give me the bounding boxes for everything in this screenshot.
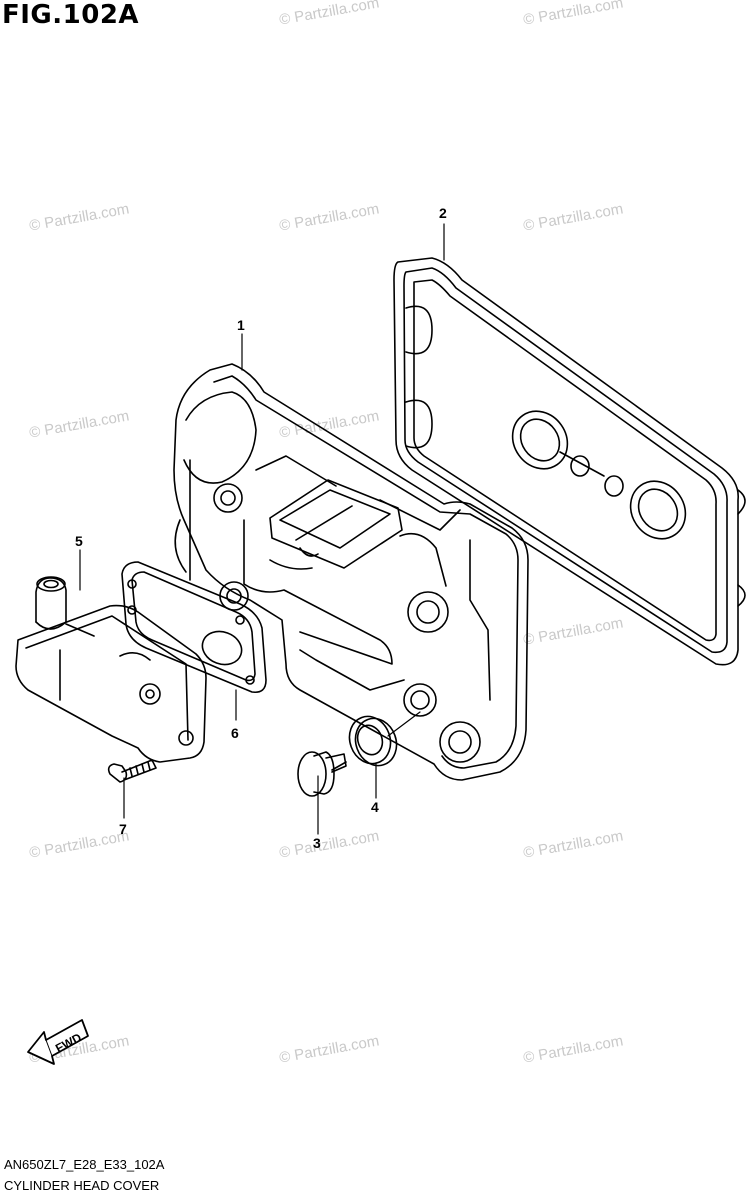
callout-1: 1 (237, 317, 245, 333)
part-7-bolt[interactable] (107, 759, 157, 783)
part-3-bolt[interactable] (297, 751, 347, 797)
leader-lines (79, 223, 445, 835)
diagram-code: AN650ZL7_E28_E33_102A (4, 1157, 165, 1172)
part-4-seal-washer[interactable] (343, 711, 403, 772)
part-5-breather-cover[interactable] (15, 576, 207, 763)
part-1-head-cover[interactable] (173, 363, 529, 781)
callout-6: 6 (231, 725, 239, 741)
callout-3: 3 (313, 835, 321, 851)
part-6-gasket[interactable] (121, 561, 267, 694)
callout-5: 5 (75, 533, 83, 549)
diagram-caption: CYLINDER HEAD COVER (4, 1178, 160, 1193)
figure-title: FIG.102A (2, 0, 140, 30)
part-2-gasket[interactable] (393, 257, 746, 666)
callout-2: 2 (439, 205, 447, 221)
callout-4: 4 (371, 799, 379, 815)
fwd-arrow-icon: FWD (27, 1019, 89, 1065)
callout-7: 7 (119, 821, 127, 837)
